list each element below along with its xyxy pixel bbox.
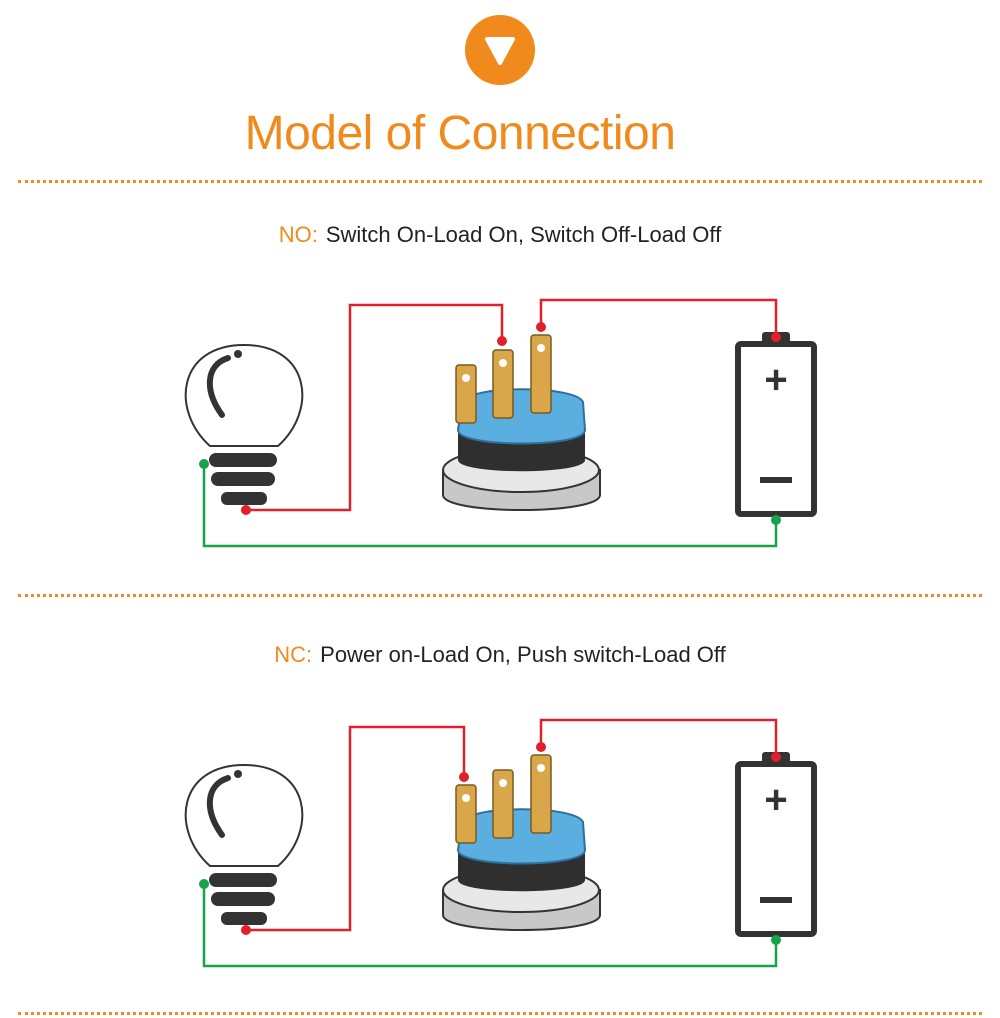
battery-negative-dot (771, 935, 781, 945)
battery-icon: + (735, 332, 817, 517)
battery-plus-label: + (764, 778, 787, 822)
lamp-green-terminal-dot (199, 879, 209, 889)
red-wire-switch-to-battery (539, 718, 778, 757)
nc-wiring-diagram: + (184, 718, 817, 968)
lamp-red-terminal-dot (241, 505, 251, 515)
no-caption: NO: Switch On-Load On, Switch Off-Load Of… (0, 222, 1000, 248)
down-arrow-badge (465, 15, 535, 85)
battery-negative-dot (771, 515, 781, 525)
light-bulb-icon (184, 763, 304, 925)
no-mode-label: NO: (278, 222, 318, 247)
red-wire-lamp-to-switch (246, 303, 504, 512)
no-wiring-diagram: + (184, 298, 817, 548)
push-switch-icon (442, 754, 601, 931)
red-wire-switch-to-battery (539, 298, 778, 337)
no-description: Switch On-Load On, Switch Off-Load Off (325, 222, 722, 247)
dotted-divider (18, 1012, 982, 1015)
down-arrow-icon (485, 37, 515, 65)
lamp-red-terminal-dot (241, 925, 251, 935)
dotted-divider (18, 180, 982, 183)
light-bulb-icon (184, 343, 304, 505)
switch-right-terminal-dot (536, 322, 546, 332)
switch-middle-terminal-dot (497, 336, 507, 346)
nc-caption: NC: Power on-Load On, Push switch-Load Of… (0, 642, 1000, 668)
red-wire-lamp-to-switch (246, 725, 466, 932)
page-title: Model of Connection (244, 107, 676, 160)
push-switch-icon (442, 334, 601, 511)
lamp-green-terminal-dot (199, 459, 209, 469)
dotted-divider (18, 594, 982, 597)
battery-icon: + (735, 752, 817, 937)
nc-description: Power on-Load On, Push switch-Load Off (320, 642, 726, 667)
nc-mode-label: NC: (274, 642, 313, 667)
switch-left-terminal-dot (459, 772, 469, 782)
battery-plus-label: + (764, 358, 787, 402)
battery-positive-dot (771, 752, 781, 762)
battery-positive-dot (771, 332, 781, 342)
switch-right-terminal-dot (536, 742, 546, 752)
green-wire-lamp-to-battery (202, 464, 778, 548)
green-wire-lamp-to-battery (202, 884, 778, 968)
